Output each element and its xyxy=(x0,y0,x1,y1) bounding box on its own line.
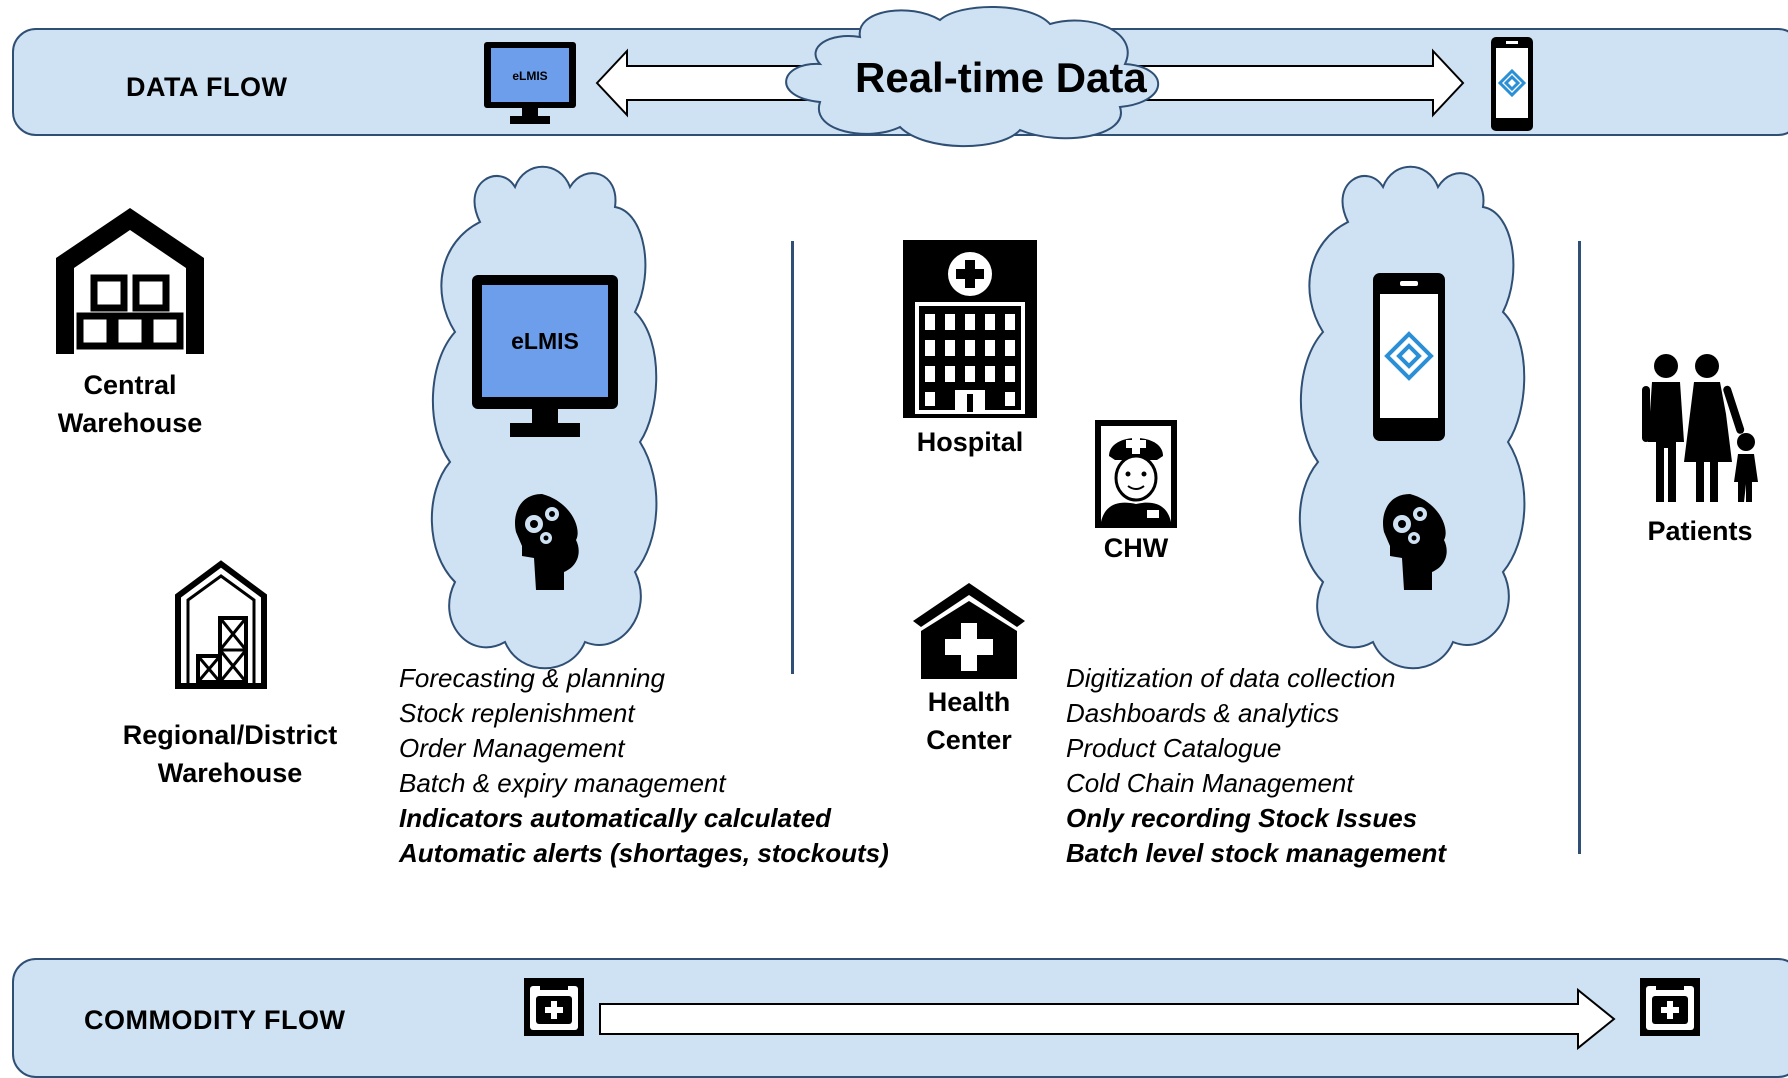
nurse-icon xyxy=(1095,420,1177,528)
mobile-feature: Cold Chain Management xyxy=(1066,768,1354,798)
barn-icon xyxy=(175,560,267,689)
patients-label: Patients xyxy=(1647,516,1753,546)
health-center-line1: Health xyxy=(927,687,1011,717)
commodity-flow-label: COMMODITY FLOW xyxy=(84,1005,346,1035)
elmis-feature: Stock replenishment xyxy=(399,698,635,728)
brain-gears-icon xyxy=(1383,494,1447,590)
regional-warehouse-line1: Regional/District xyxy=(122,720,338,750)
elmis-monitor-label: eLMIS xyxy=(511,328,579,354)
clinic-icon xyxy=(913,583,1025,679)
warehouse-icon xyxy=(56,208,204,354)
divider-left xyxy=(791,241,794,674)
elmis-feature: Automatic alerts (shortages, stockouts) xyxy=(399,838,889,868)
elmis-feature: Indicators automatically calculated xyxy=(399,803,832,833)
health-center-line2: Center xyxy=(926,725,1012,755)
brain-gears-icon xyxy=(515,494,579,590)
data-flow-label: DATA FLOW xyxy=(126,72,288,102)
mobile-feature: Product Catalogue xyxy=(1066,733,1282,763)
medicine-box-icon xyxy=(524,978,584,1036)
elmis-feature-list: Forecasting & planning Stock replenishme… xyxy=(399,661,889,871)
mobile-feature-list: Digitization of data collection Dashboar… xyxy=(1066,661,1446,871)
real-time-data-title: Real-time Data xyxy=(855,54,1147,101)
central-warehouse-line1: Central xyxy=(83,370,177,400)
elmis-feature: Batch & expiry management xyxy=(399,768,726,798)
chw-label: CHW xyxy=(1103,533,1169,563)
hospital-icon xyxy=(903,240,1037,418)
elmis-feature: Order Management xyxy=(399,733,625,763)
central-warehouse-label: Central Warehouse xyxy=(40,366,220,442)
central-warehouse-line2: Warehouse xyxy=(57,408,203,438)
divider-right xyxy=(1578,241,1581,854)
family-icon xyxy=(1642,354,1758,502)
health-center-label: Health Center xyxy=(899,683,1039,759)
regional-warehouse-label: Regional/District Warehouse xyxy=(110,716,350,792)
mobile-feature: Digitization of data collection xyxy=(1066,663,1396,693)
mobile-feature: Only recording Stock Issues xyxy=(1066,803,1418,833)
hospital-label: Hospital xyxy=(916,427,1024,457)
small-monitor-label: eLMIS xyxy=(512,69,547,83)
medicine-box-icon xyxy=(1640,978,1700,1036)
monitor-icon: eLMIS xyxy=(484,42,576,124)
commodity-arrow xyxy=(599,987,1616,1051)
smartphone-large-icon xyxy=(1373,273,1445,441)
cloud-icon xyxy=(785,6,1160,148)
smartphone-icon xyxy=(1491,37,1533,131)
mobile-feature: Batch level stock management xyxy=(1066,838,1447,868)
elmis-feature: Forecasting & planning xyxy=(399,663,665,693)
mobile-feature: Dashboards & analytics xyxy=(1066,698,1340,728)
regional-warehouse-line2: Warehouse xyxy=(157,758,303,788)
elmis-monitor-icon: eLMIS xyxy=(472,275,618,437)
